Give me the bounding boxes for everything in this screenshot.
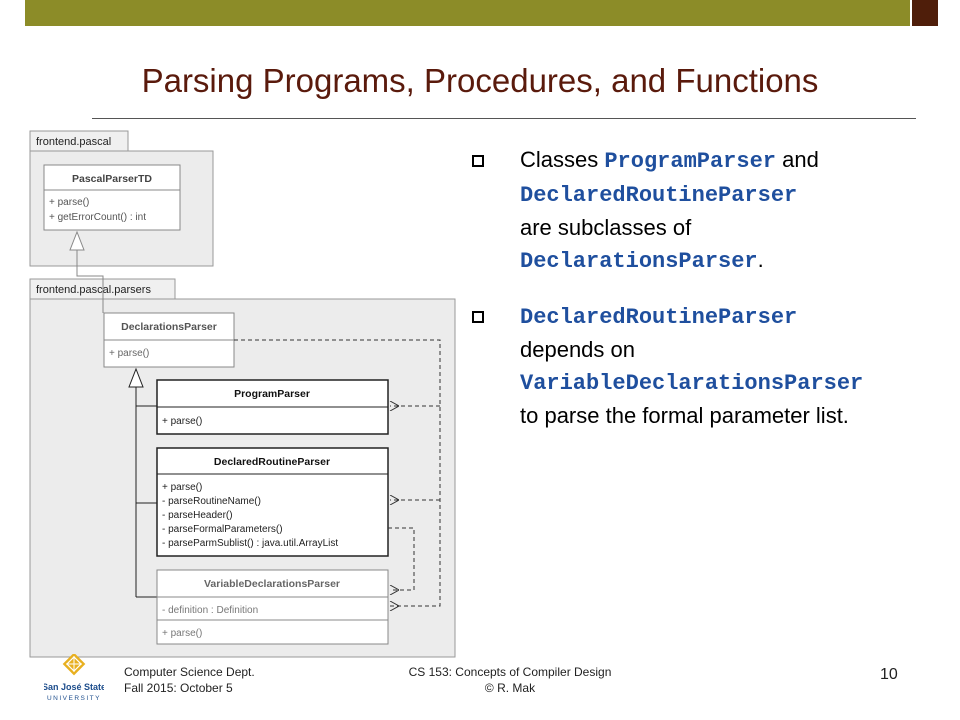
square-bullet-icon	[472, 311, 484, 323]
inheritance-arrowhead	[69, 230, 85, 251]
bullet-line: Classes ProgramParser and	[520, 144, 950, 178]
logo-text-line: San José State	[44, 682, 104, 692]
class-box-pascalparsertd	[43, 164, 181, 231]
bullet-text: and	[776, 147, 819, 172]
class-name-code: ProgramParser	[604, 149, 776, 174]
class-name-programparser: ProgramParser	[234, 388, 310, 400]
slide-title: Parsing Programs, Procedures, and Functi…	[141, 62, 819, 99]
bullet-line: to parse the formal parameter list.	[520, 400, 950, 432]
package-label-frontend-pascal: frontend.pascal	[36, 136, 111, 148]
class-name-variabledeclarationsparser: VariableDeclarationsParser	[204, 578, 340, 590]
footer-center: CS 153: Concepts of Compiler Design © R.…	[380, 664, 640, 696]
bullet-text: are subclasses of	[520, 215, 692, 240]
bullet-line: DeclarationsParser.	[520, 244, 950, 278]
bar-stripe	[22, 0, 25, 26]
top-accent-block	[912, 0, 938, 26]
top-accent-bar	[22, 0, 910, 26]
class-name-code: DeclarationsParser	[520, 249, 758, 274]
attribute-item: - definition : Definition	[162, 605, 258, 616]
bullet-line: depends on	[520, 334, 950, 366]
method-item: - parseRoutineName()	[162, 496, 261, 507]
bullet-text: Classes	[520, 147, 605, 172]
footer-date: Fall 2015: October 5	[124, 681, 233, 695]
class-box-declaredroutineparser	[156, 447, 389, 557]
bullet-line: VariableDeclarationsParser	[520, 366, 950, 400]
bullet-list: Classes ProgramParser and DeclaredRoutin…	[470, 144, 950, 432]
dependency-line	[388, 527, 415, 590]
bullet-text: to parse the formal parameter list.	[520, 403, 849, 428]
bullet-line: DeclaredRoutineParser	[520, 300, 950, 334]
title-divider	[92, 118, 916, 119]
bullet-text: .	[757, 247, 764, 272]
footer-course: CS 153: Concepts of Compiler Design	[408, 665, 612, 679]
class-name-declarationsparser: DeclarationsParser	[121, 321, 217, 333]
uml-class-diagram: frontend.pascal PascalParserTD + parse()…	[29, 130, 456, 658]
method-item: + parse()	[49, 197, 89, 208]
class-name-code: DeclaredRoutineParser	[520, 305, 798, 330]
method-item: + parse()	[162, 628, 202, 639]
bullet-line: DeclaredRoutineParser	[520, 178, 950, 212]
method-item: - parseFormalParameters()	[162, 524, 283, 535]
method-item: - parseParmSublist() : java.util.ArrayLi…	[162, 538, 338, 549]
class-box-variabledeclarationsparser	[156, 569, 389, 645]
class-name-code: VariableDeclarationsParser	[520, 371, 864, 396]
method-item: + parse()	[162, 482, 202, 493]
bullet-item: Classes ProgramParser and DeclaredRoutin…	[470, 144, 950, 278]
method-item: + parse()	[162, 416, 202, 427]
bullet-line: are subclasses of	[520, 212, 950, 244]
sjsu-logo: San José State UNIVERSITY	[44, 654, 104, 702]
footer-author: © R. Mak	[484, 681, 536, 695]
class-name-pascalparsertd: PascalParserTD	[72, 173, 152, 185]
logo-text-line: UNIVERSITY	[47, 695, 101, 702]
inheritance-line	[76, 250, 104, 313]
page-number: 10	[880, 666, 898, 683]
method-item: + parse()	[109, 348, 149, 359]
square-bullet-icon	[472, 155, 484, 167]
bullet-item: DeclaredRoutineParser depends on Variabl…	[470, 300, 950, 432]
footer-dept: Computer Science Dept.	[124, 665, 255, 679]
class-name-code: DeclaredRoutineParser	[520, 183, 798, 208]
method-item: + getErrorCount() : int	[49, 212, 146, 223]
package-label-frontend-pascal-parsers: frontend.pascal.parsers	[36, 284, 151, 296]
bullet-text: depends on	[520, 337, 635, 362]
dependency-line	[234, 339, 441, 606]
sjsu-seal-icon	[62, 654, 86, 676]
footer-left: Computer Science Dept. Fall 2015: Octobe…	[124, 664, 255, 696]
class-name-declaredroutineparser: DeclaredRoutineParser	[214, 456, 330, 468]
method-item: - parseHeader()	[162, 510, 233, 521]
